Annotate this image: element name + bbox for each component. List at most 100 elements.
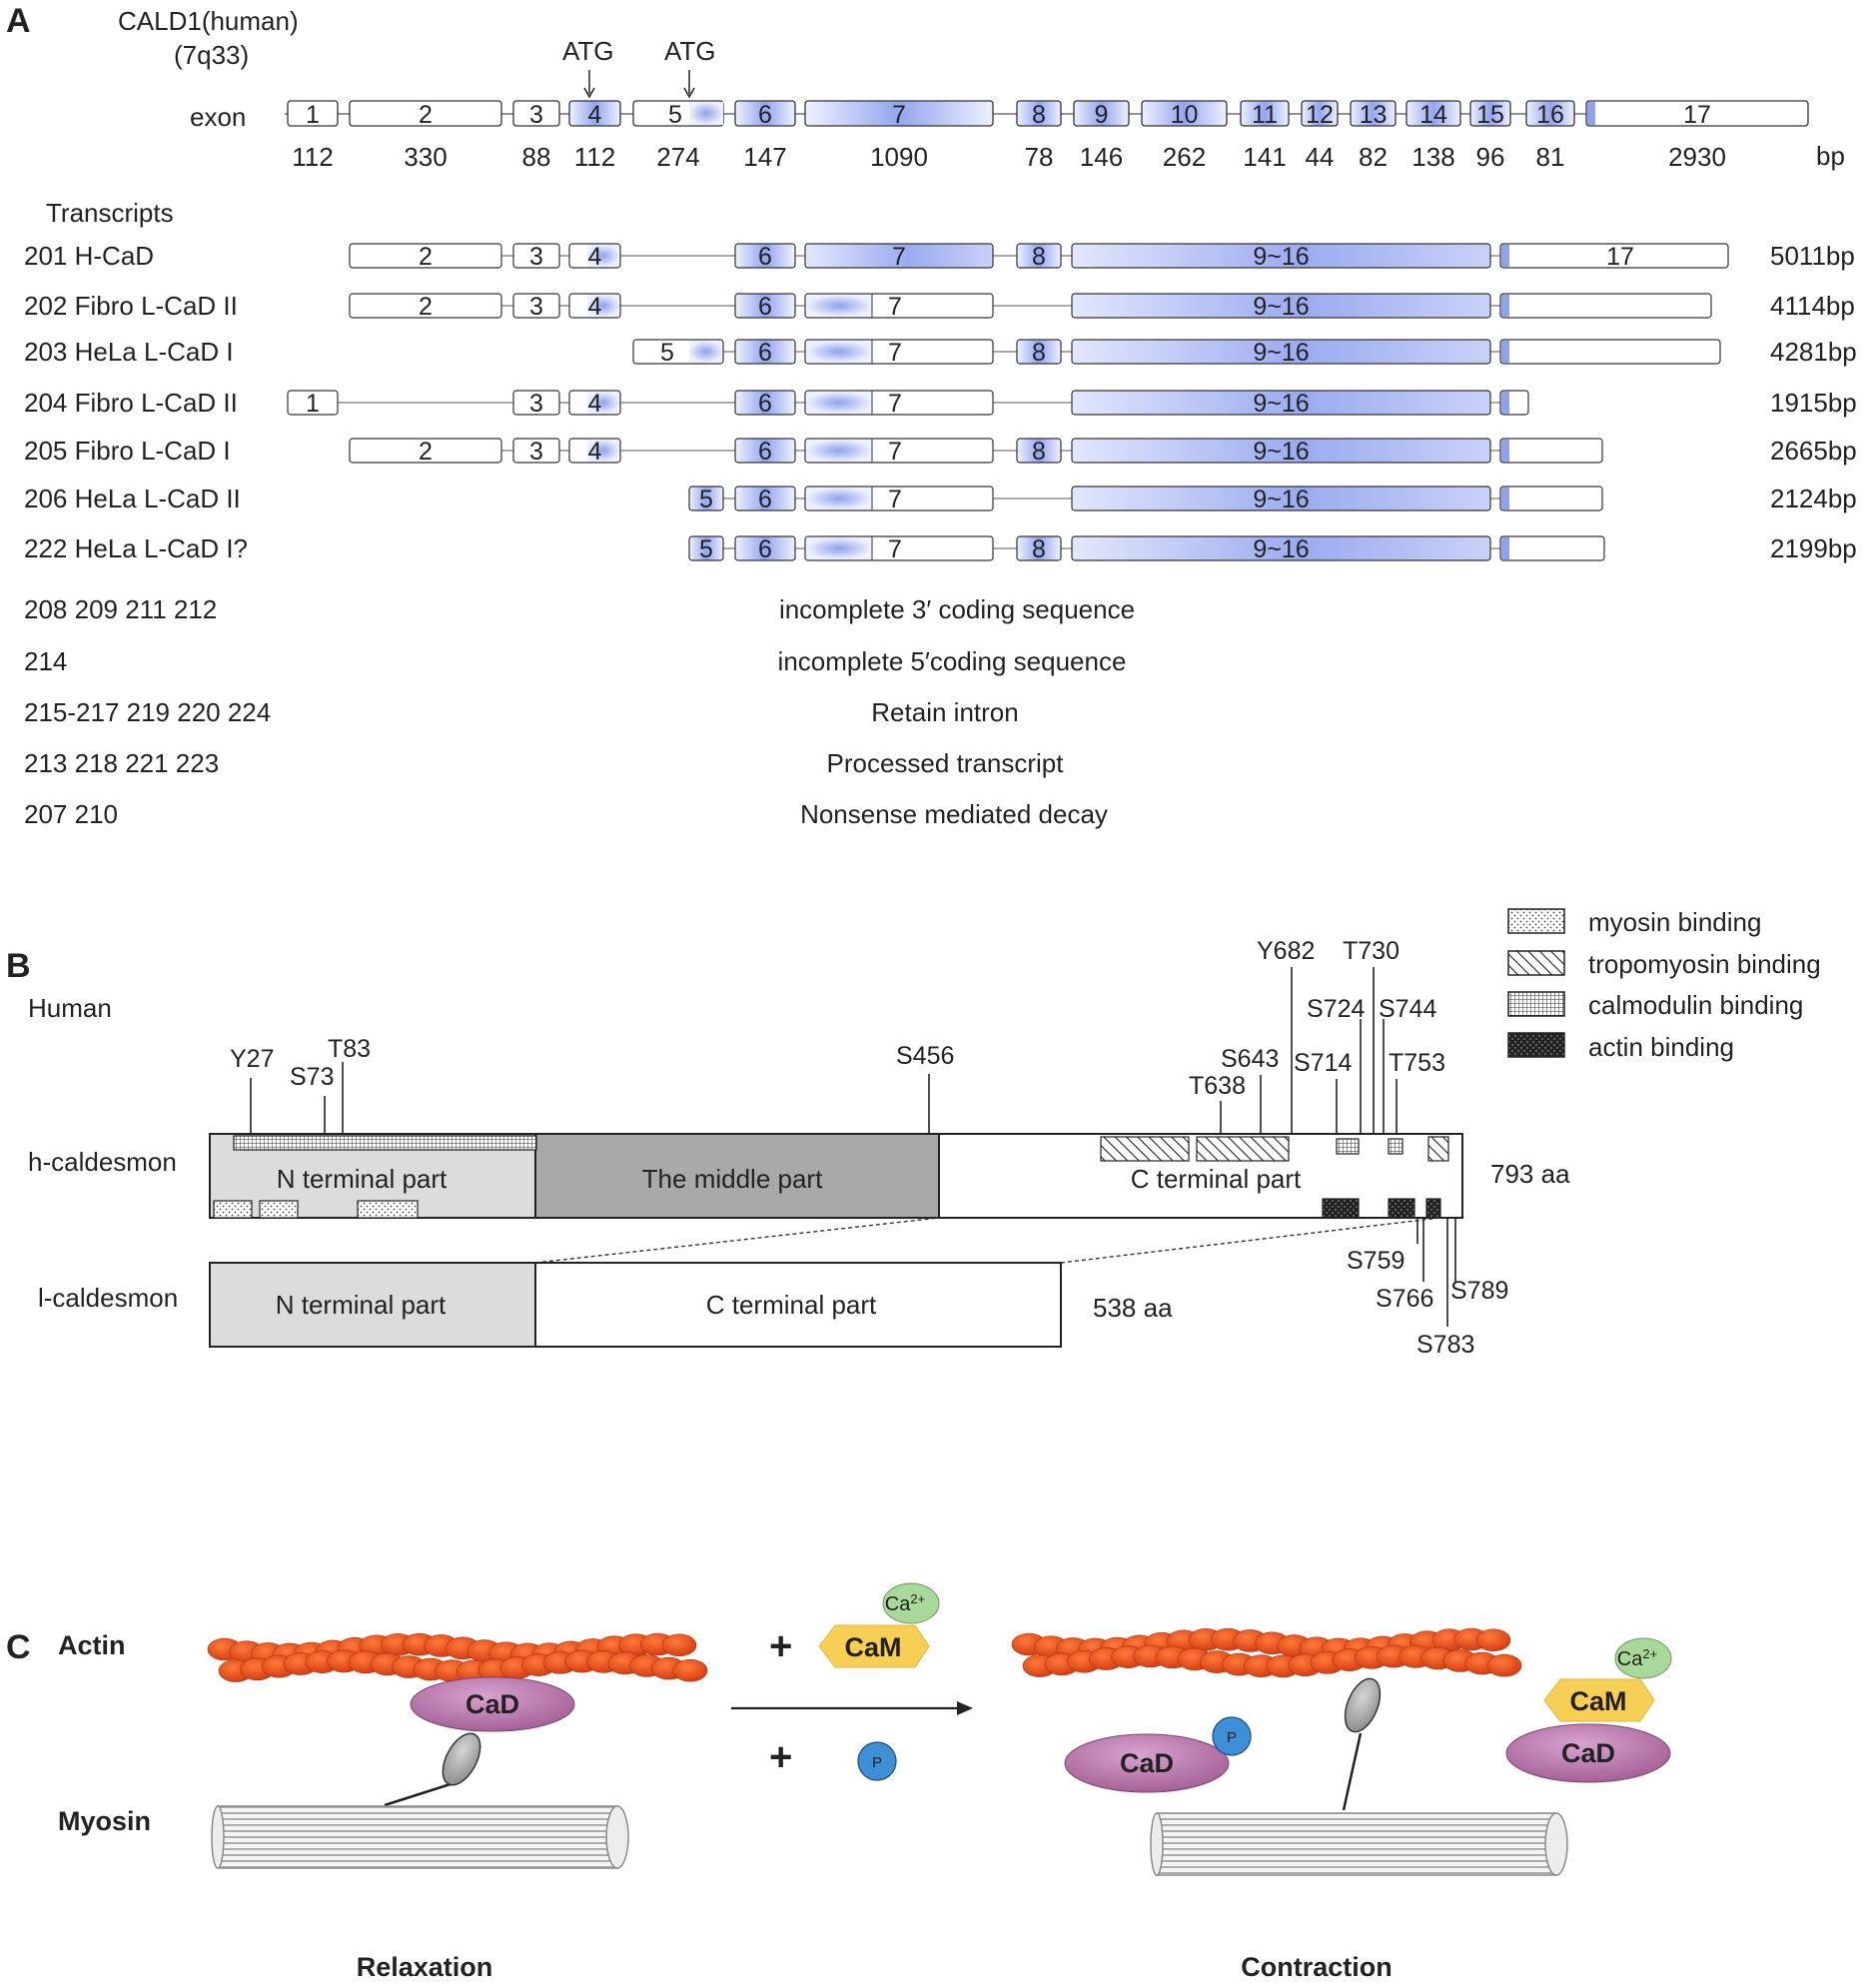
myosin-site-3 bbox=[357, 1200, 419, 1219]
transcript-exon-label: 3 bbox=[529, 243, 543, 271]
transcript-exon bbox=[512, 438, 560, 464]
actin-site-2 bbox=[1388, 1198, 1415, 1219]
transcript-exon bbox=[734, 243, 796, 269]
exon-4-size: 112 bbox=[574, 142, 615, 172]
transcript-exon-label: 6 bbox=[758, 293, 772, 321]
exon-15-number: 15 bbox=[1476, 101, 1504, 129]
transcript-length: 2665bp bbox=[1770, 436, 1857, 466]
myosin-label: Myosin bbox=[58, 1806, 151, 1836]
tropomyosin-site-3 bbox=[1427, 1136, 1449, 1162]
atg-arrowhead-1 bbox=[583, 87, 595, 99]
transcript-exon-label: 7 bbox=[892, 243, 906, 271]
transcript-exon bbox=[734, 390, 796, 416]
transcript-name: 201 H-CaD bbox=[24, 241, 154, 271]
calmodulin-site-n bbox=[233, 1135, 537, 1151]
transcript-exon-label: 9~16 bbox=[1253, 486, 1309, 513]
actin-bead bbox=[1475, 1628, 1511, 1652]
transcript-exon-coding bbox=[587, 295, 619, 317]
exon-11-number: 11 bbox=[1252, 101, 1278, 129]
transcript-exon bbox=[734, 339, 796, 365]
l-c-terminal-region bbox=[534, 1262, 1062, 1348]
actin-site-1 bbox=[1322, 1198, 1360, 1219]
transcript-exon-label: 8 bbox=[1032, 339, 1046, 367]
transcript-exon-label: 9~16 bbox=[1253, 438, 1309, 466]
site-t638: T638 bbox=[1189, 1072, 1246, 1100]
exon-16-number: 16 bbox=[1536, 101, 1564, 129]
transcript-exon bbox=[688, 535, 724, 561]
atg-label-1: ATG bbox=[562, 36, 614, 66]
transcript-last-exon bbox=[1499, 486, 1603, 511]
exon-6-size: 147 bbox=[743, 142, 786, 172]
exon-2-box bbox=[349, 100, 502, 127]
transcript-exon-coding bbox=[806, 488, 872, 509]
transcript-last-exon-coding bbox=[1501, 295, 1509, 317]
exon-6-number: 6 bbox=[758, 101, 772, 129]
h-c-terminal-label: C terminal part bbox=[1131, 1164, 1302, 1194]
transcript-last-exon bbox=[1499, 339, 1721, 365]
transcript-exon bbox=[734, 438, 796, 464]
transcript-last-exon bbox=[1499, 243, 1729, 269]
legend: myosin binding tropomyosin binding calmo… bbox=[1507, 907, 1821, 1062]
legend-label-actin: actin binding bbox=[1588, 1032, 1734, 1062]
panel-a: A CALD1(human) (7q33) ATG ATG exon 11122… bbox=[6, 2, 1857, 829]
myosin-site-2 bbox=[259, 1200, 299, 1219]
cad-with-cam-label: CaD bbox=[1561, 1738, 1615, 1768]
exon-2-size: 330 bbox=[404, 142, 447, 172]
transcript-exon-label: 8 bbox=[1032, 535, 1046, 563]
panel-letter-c: C bbox=[6, 1628, 31, 1666]
transcript-exon-label: 8 bbox=[1032, 438, 1046, 466]
exon-row-label: exon bbox=[190, 102, 246, 132]
actin-site-3 bbox=[1425, 1198, 1441, 1219]
site-s73: S73 bbox=[290, 1063, 334, 1091]
transcript-exon-coding bbox=[806, 537, 872, 559]
calcium-ion-right bbox=[1614, 1637, 1672, 1679]
site-s744: S744 bbox=[1379, 995, 1436, 1023]
gene-name: CALD1(human) bbox=[118, 6, 299, 36]
transcript-exon-label: 2 bbox=[419, 293, 433, 321]
bp-unit-label: bp bbox=[1816, 141, 1845, 171]
transcript-exon-label: 5 bbox=[699, 535, 713, 563]
myosin-filament-right bbox=[1150, 1812, 1568, 1876]
transcript-exon-label: 9~16 bbox=[1253, 293, 1309, 321]
exon-row: 1112233038841125274614771090878914610262… bbox=[287, 100, 1809, 172]
exon-9-box bbox=[1073, 100, 1130, 127]
transcript-exon-label: 9~16 bbox=[1253, 243, 1309, 271]
transcript-length: 4281bp bbox=[1770, 337, 1857, 367]
exon-1-size: 112 bbox=[292, 142, 333, 172]
calcium-ion-top bbox=[882, 1582, 940, 1624]
cad-with-cam bbox=[1505, 1723, 1671, 1783]
panel-letter-a: A bbox=[6, 2, 31, 40]
transcript-exon-coding bbox=[806, 392, 872, 414]
exon-14-box bbox=[1405, 100, 1461, 127]
transcript-exon bbox=[1071, 339, 1491, 365]
site-s456: S456 bbox=[896, 1042, 954, 1070]
l-n-terminal-label: N terminal part bbox=[276, 1290, 447, 1320]
cad-relaxed bbox=[410, 1676, 575, 1732]
exon-2-number: 2 bbox=[419, 101, 433, 129]
exon-12-size: 44 bbox=[1306, 142, 1335, 172]
transcript-last-exon-coding bbox=[1501, 537, 1509, 559]
transcript-exon-label: 3 bbox=[529, 390, 543, 418]
other-transcript-note: incomplete 3′ coding sequence bbox=[779, 594, 1135, 624]
transcript-exon bbox=[1016, 438, 1062, 464]
site-s766: S766 bbox=[1376, 1285, 1433, 1313]
exon-10-size: 262 bbox=[1163, 142, 1206, 172]
exon-7-number: 7 bbox=[892, 101, 906, 129]
exon-14-number: 14 bbox=[1419, 101, 1447, 129]
site-s714: S714 bbox=[1294, 1049, 1352, 1077]
transcript-exon bbox=[734, 486, 796, 511]
transcript-exon bbox=[1071, 390, 1491, 416]
transcript-exon bbox=[1071, 293, 1491, 319]
transcript-exon-label: 7 bbox=[888, 390, 902, 418]
exon-16-box bbox=[1525, 100, 1575, 127]
calmodulin-site-c1 bbox=[1336, 1138, 1360, 1155]
panel-c: C Actin Myosin CaD + Ca2+ CaM + P CaD P bbox=[6, 1582, 1672, 1982]
exon-9-number: 9 bbox=[1095, 101, 1109, 129]
phosphate-middle-label: P bbox=[872, 1754, 882, 1771]
transcript-exon bbox=[512, 243, 560, 269]
transcript-exon-label: 6 bbox=[758, 339, 772, 367]
